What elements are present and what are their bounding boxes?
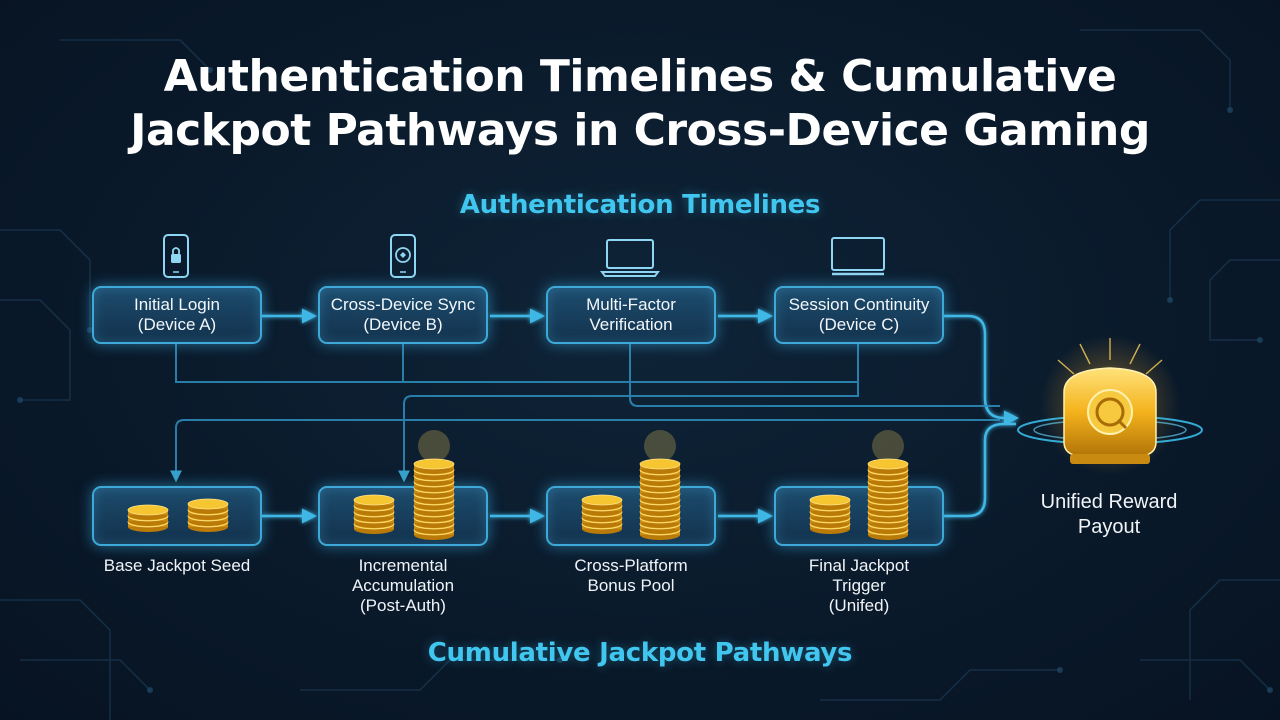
jackpot-caption-base-seed: Base Jackpot Seed (77, 556, 277, 576)
auth-step-line-2: (Device B) (363, 315, 443, 334)
caption-line-1: Base Jackpot Seed (103, 556, 251, 575)
caption-line-1: Incremental (358, 556, 448, 575)
auth-to-payout-connector (944, 314, 1019, 426)
caption-line-3: (Post-Auth) (360, 596, 446, 615)
auth-interconnect-1 (175, 344, 859, 383)
page-title-line-1: Authentication Timelines & Cumulative (163, 51, 1117, 102)
auth-section-title: Authentication Timelines (459, 190, 821, 220)
caption-line-2: Trigger (832, 576, 886, 595)
jackpot-step-base-seed (92, 486, 262, 546)
jackpot-to-payout-connector (944, 422, 1016, 518)
page-title-line-2: Jackpot Pathways in Cross-Device Gaming (130, 105, 1150, 156)
monitor-icon (828, 234, 888, 280)
laptop-icon (600, 234, 660, 280)
payout-label: Unified Reward Payout (1014, 490, 1204, 540)
jackpot-step-incremental (318, 486, 488, 546)
caption-line-2: Bonus Pool (587, 576, 675, 595)
jackpot-section-title: Cumulative Jackpot Pathways (427, 638, 853, 668)
sync-phone-icon (373, 234, 433, 280)
auth-step-multi-factor: Multi-Factor Verification (546, 286, 716, 344)
auth-step-line-2: (Device A) (137, 315, 217, 334)
payout-label-line-2: Payout (1077, 516, 1141, 538)
auth-step-session-continuity: Session Continuity (Device C) (774, 286, 944, 344)
caption-line-1: Final Jackpot (808, 556, 910, 575)
auth-to-incremental-connector (398, 382, 859, 483)
auth-step-line-1: Cross-Device Sync (330, 295, 476, 314)
golden-vault-icon (1017, 335, 1203, 475)
padlock-phone-icon (146, 234, 206, 280)
page-title: Authentication Timelines & Cumulative Ja… (0, 50, 1280, 158)
auth-step-line-1: Session Continuity (788, 295, 930, 314)
caption-line-2: Accumulation (351, 576, 455, 595)
auth-step-line-1: Initial Login (133, 295, 220, 314)
auth-step-cross-device-sync: Cross-Device Sync (Device B) (318, 286, 488, 344)
caption-line-1: Cross-Platform (574, 556, 688, 575)
payout-label-line-1: Unified Reward (1040, 491, 1178, 513)
auth-step-line-2: Verification (589, 315, 673, 334)
auth-step-line-2: (Device C) (818, 315, 900, 334)
auth-interconnect-2 (629, 344, 1000, 407)
jackpot-caption-cross-platform: Cross-Platform Bonus Pool (531, 556, 731, 596)
auth-step-initial-login: Initial Login (Device A) (92, 286, 262, 344)
payout-to-base-connector (170, 419, 1000, 483)
auth-step-line-1: Multi-Factor (586, 295, 676, 314)
jackpot-caption-final-trigger: Final Jackpot Trigger (Unifed) (759, 556, 959, 616)
jackpot-caption-incremental: Incremental Accumulation (Post-Auth) (303, 556, 503, 616)
jackpot-step-final-trigger (774, 486, 944, 546)
jackpot-step-cross-platform (546, 486, 716, 546)
caption-line-3: (Unifed) (828, 596, 890, 615)
